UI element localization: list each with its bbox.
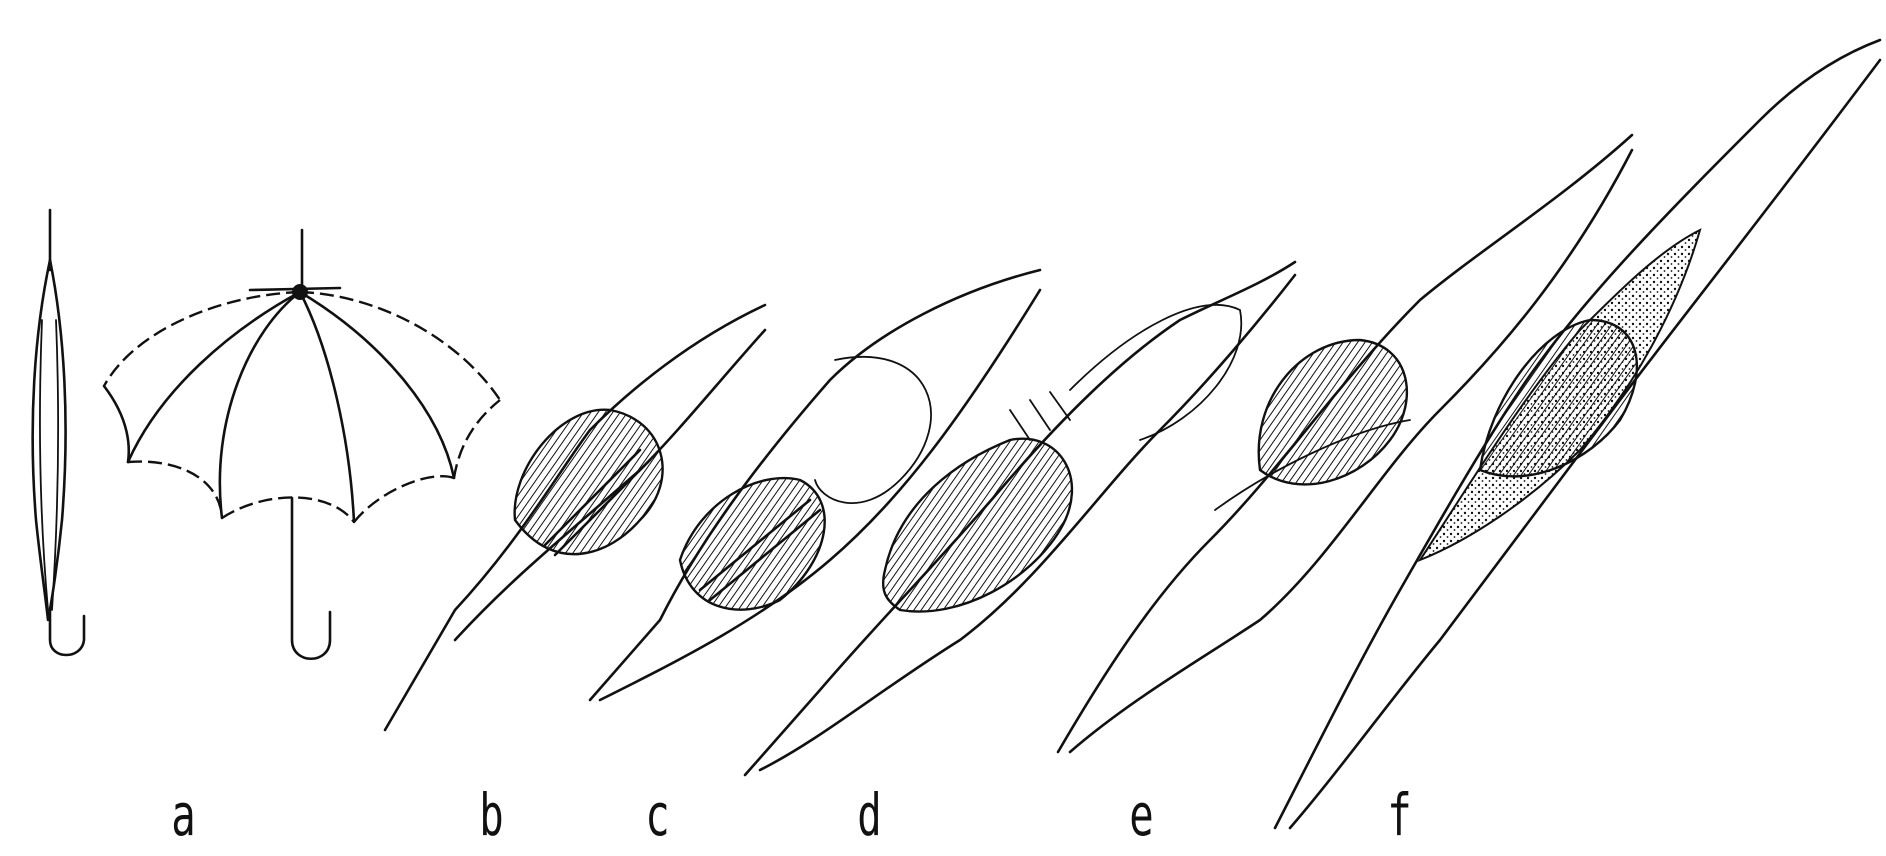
panel-label-c: c	[645, 786, 669, 844]
panel-label-e: e	[1129, 786, 1153, 844]
cell-stage-d	[745, 262, 1295, 775]
closed-umbrella	[33, 210, 84, 655]
open-umbrella	[104, 230, 500, 659]
panel-label-d: d	[857, 786, 881, 844]
panel-label-b: b	[479, 786, 503, 844]
panel-label-a: a	[171, 786, 195, 844]
panel-label-f: f	[1387, 786, 1411, 844]
